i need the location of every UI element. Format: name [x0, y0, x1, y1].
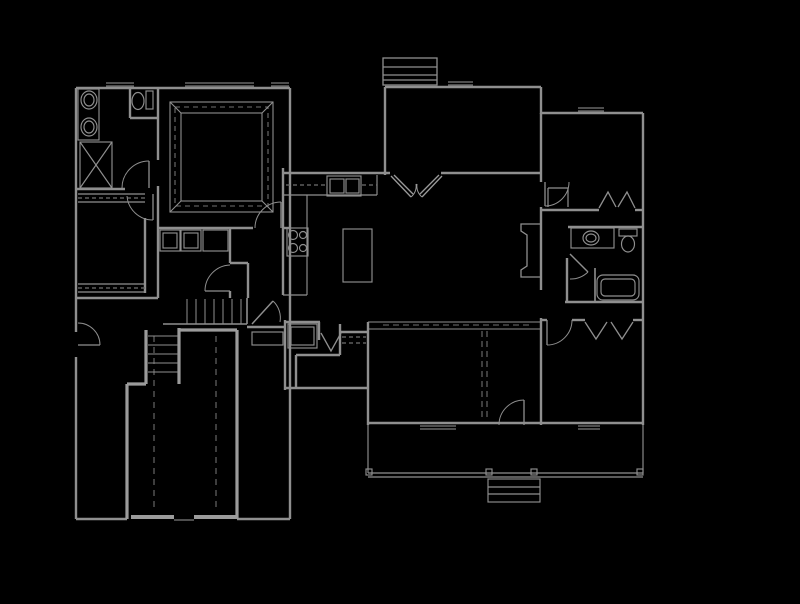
breakfast-room: [368, 321, 541, 426]
master-closet: [78, 193, 154, 293]
window-symbols: [106, 81, 604, 430]
master-bedroom: [169, 101, 282, 229]
mudroom-pantry: [251, 323, 366, 353]
bedroom-2: [544, 181, 636, 209]
master-bathroom: [77, 88, 154, 189]
bedroom-3: [546, 319, 634, 346]
great-room-fireplace: [520, 223, 541, 278]
kitchen: [283, 175, 378, 296]
exterior-walls: [74, 85, 645, 521]
porch: [365, 425, 644, 503]
interior-walls: [76, 88, 643, 425]
stairs: [148, 298, 281, 373]
side-entry-door: [77, 322, 101, 346]
laundry: [159, 229, 231, 292]
chimney: [382, 57, 438, 86]
garage: [125, 328, 239, 521]
dining-french-doors: [390, 174, 443, 198]
bathroom-2: [569, 227, 640, 302]
